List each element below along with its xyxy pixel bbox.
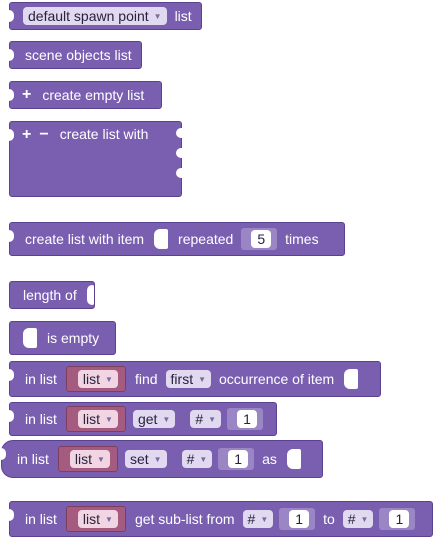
block-text: create list with item — [25, 231, 145, 247]
chevron-down-icon: ▼ — [153, 454, 162, 464]
chevron-down-icon: ▼ — [360, 514, 369, 524]
chevron-down-icon: ▼ — [105, 514, 113, 524]
block-text: in list — [25, 371, 57, 387]
chevron-down-icon: ▼ — [162, 414, 171, 424]
spawn-point-dropdown[interactable]: default spawn point▼ — [23, 7, 167, 25]
block-text: create empty list — [42, 87, 145, 103]
block-text: length of — [23, 287, 77, 303]
chevron-down-icon: ▼ — [105, 374, 113, 384]
chevron-down-icon: ▼ — [208, 414, 217, 424]
block-list-set[interactable]: in list list▼ set▼ #▼ 1 as — [1, 440, 323, 478]
block-text: scene objects list — [25, 47, 132, 63]
block-text: list — [174, 8, 192, 24]
block-text: to — [323, 511, 335, 527]
value-input-socket[interactable] — [286, 449, 301, 469]
plus-icon[interactable]: + — [22, 126, 32, 143]
block-text: in list — [25, 411, 57, 427]
from-where-dropdown[interactable]: #▼ — [242, 510, 274, 528]
minus-icon[interactable]: − — [39, 126, 49, 143]
block-create-list-repeated[interactable]: create list with item repeated 5 times — [9, 222, 345, 256]
block-text: get sub-list from — [134, 511, 235, 527]
block-is-empty[interactable]: is empty — [9, 321, 116, 355]
block-text: is empty — [47, 330, 100, 346]
block-length-of[interactable]: length of — [9, 281, 95, 309]
block-text: occurrence of item — [219, 371, 335, 387]
variable-dropdown[interactable]: list▼ — [69, 450, 110, 468]
chevron-down-icon: ▼ — [153, 11, 162, 21]
list-variable[interactable]: list▼ — [65, 366, 126, 392]
to-where-dropdown[interactable]: #▼ — [342, 510, 374, 528]
variable-dropdown[interactable]: list▼ — [77, 410, 118, 428]
block-create-list-with[interactable]: + − create list with — [9, 121, 182, 197]
list-variable[interactable]: list▼ — [65, 406, 126, 432]
variable-dropdown[interactable]: list▼ — [77, 510, 118, 528]
block-get-sublist[interactable]: in list list▼ get sub-list from #▼ 1 to … — [9, 501, 433, 537]
block-scene-objects-list[interactable]: scene objects list — [9, 41, 142, 69]
list-variable[interactable]: list▼ — [65, 506, 126, 532]
block-text: in list — [25, 511, 57, 527]
block-spawn-point-list[interactable]: default spawn point▼ list — [9, 2, 202, 30]
plus-icon[interactable]: + — [22, 86, 32, 103]
number-field[interactable]: 1 — [389, 510, 410, 528]
number-field[interactable]: 1 — [237, 410, 257, 428]
chevron-down-icon: ▼ — [105, 414, 113, 424]
index-input[interactable]: 1 — [218, 448, 255, 470]
mode-dropdown[interactable]: get▼ — [132, 410, 176, 428]
index-input[interactable]: 1 — [227, 408, 263, 430]
block-list-get[interactable]: in list list▼ get▼ #▼ 1 — [9, 402, 277, 436]
chevron-down-icon: ▼ — [97, 454, 105, 464]
chevron-down-icon: ▼ — [260, 514, 269, 524]
to-index-input[interactable]: 1 — [379, 508, 416, 530]
number-field[interactable]: 1 — [289, 510, 310, 528]
chevron-down-icon: ▼ — [198, 374, 207, 384]
block-text: as — [262, 451, 277, 467]
block-find-occurrence[interactable]: in list list▼ find first▼ occurrence of … — [9, 361, 381, 397]
list-input-socket[interactable] — [23, 328, 37, 348]
from-index-input[interactable]: 1 — [279, 508, 316, 530]
block-text: create list with — [59, 126, 149, 142]
block-text: times — [285, 231, 319, 247]
where-dropdown[interactable]: #▼ — [190, 410, 222, 428]
repeat-count-input[interactable]: 5 — [241, 228, 278, 250]
where-dropdown[interactable]: #▼ — [181, 450, 213, 468]
item-input-socket[interactable] — [344, 369, 359, 389]
block-text: find — [134, 371, 158, 387]
input-sockets — [176, 128, 182, 178]
number-field[interactable]: 1 — [228, 450, 249, 468]
block-text: repeated — [178, 231, 234, 247]
occurrence-dropdown[interactable]: first▼ — [165, 370, 212, 388]
block-create-empty-list[interactable]: + create empty list — [9, 81, 162, 109]
list-variable[interactable]: list▼ — [57, 446, 118, 472]
mode-dropdown[interactable]: set▼ — [124, 450, 167, 468]
block-text: in list — [17, 451, 49, 467]
list-input-socket[interactable] — [86, 285, 94, 305]
chevron-down-icon: ▼ — [199, 454, 208, 464]
item-input-socket[interactable] — [154, 229, 169, 249]
number-field[interactable]: 5 — [251, 230, 272, 248]
variable-dropdown[interactable]: list▼ — [77, 370, 118, 388]
